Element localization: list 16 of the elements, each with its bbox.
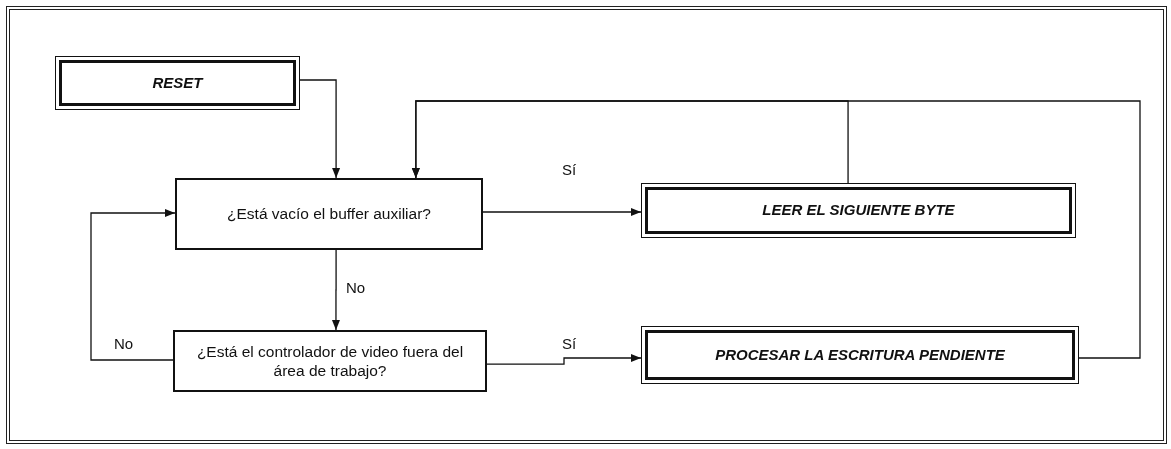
box-label: RESET	[151, 73, 205, 93]
process-box	[173, 330, 487, 392]
box-label: PROCESAR LA ESCRITURA PENDIENTE	[714, 345, 1006, 365]
process-box	[175, 178, 483, 250]
process-box	[55, 56, 300, 110]
box-label: LEER EL SIGUIENTE BYTE	[761, 201, 956, 220]
connector-arrow	[482, 208, 642, 216]
connector-arrow	[411, 100, 1141, 359]
process-box	[641, 326, 1079, 384]
connector-arrow	[486, 354, 642, 365]
process-box	[641, 183, 1076, 238]
box-label: ¿Está vacío el buffer auxiliar?	[226, 204, 432, 224]
connector-arrow	[299, 79, 341, 179]
connector-arrow	[331, 249, 340, 331]
box-label: ¿Está el controlador de video fuera del área de trabajo?	[195, 341, 465, 381]
connector-arrow	[90, 209, 176, 361]
